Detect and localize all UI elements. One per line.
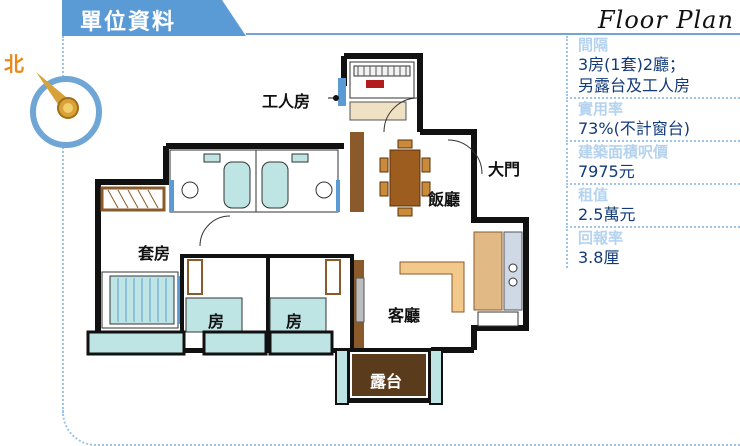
room-label-maid: 工人房 <box>262 92 311 111</box>
floor-plan-drawing <box>86 53 529 405</box>
divider <box>566 183 740 185</box>
info-item-rent: 租值 2.5萬元 <box>566 186 740 225</box>
info-label: 實用率 <box>578 100 624 118</box>
north-label: 北 <box>4 52 24 76</box>
divider <box>566 97 740 99</box>
header-tab <box>62 0 246 36</box>
floor-plan-title: Floor Plan <box>598 6 734 34</box>
info-value: 3.8厘 <box>578 248 620 267</box>
info-label: 回報率 <box>578 229 624 247</box>
info-item-yield: 回報率 3.8厘 <box>566 229 740 268</box>
info-panel: 間隔 3房(1套)2廳； 另露台及工人房 實用率 73%(不計窗台) 建築面積呎… <box>566 36 740 268</box>
frame-left-border <box>62 36 64 416</box>
info-label: 租值 <box>578 186 609 204</box>
room-label-master-bedroom: 套房 <box>138 244 171 263</box>
room-label-bedroom-2: 房 <box>286 312 303 331</box>
divider <box>566 226 740 228</box>
info-label: 間隔 <box>578 36 609 54</box>
room-label-balcony: 露台 <box>370 372 403 391</box>
room-label-living: 客廳 <box>388 306 421 325</box>
room-label-dining: 飯廳 <box>428 190 461 209</box>
frame-bottom-border <box>62 410 740 446</box>
info-value: 3房(1套)2廳； <box>578 55 686 74</box>
info-value: 73%(不計窗台) <box>578 119 691 138</box>
room-label-bedroom-1: 房 <box>208 312 225 331</box>
info-item-price-per-sqft: 建築面積呎價 7975元 <box>566 143 740 182</box>
compass-icon <box>30 72 102 148</box>
info-item-efficiency: 實用率 73%(不計窗台) <box>566 100 740 139</box>
info-value: 2.5萬元 <box>578 205 636 224</box>
header-rule <box>246 33 740 35</box>
room-label-main-door: 大門 <box>488 160 521 179</box>
info-label: 建築面積呎價 <box>578 143 669 161</box>
info-value: 7975元 <box>578 162 635 181</box>
page-title: 單位資料 <box>80 10 177 35</box>
divider <box>566 140 740 142</box>
info-item-layout: 間隔 3房(1套)2廳； 另露台及工人房 <box>566 36 740 96</box>
info-value: 另露台及工人房 <box>578 76 691 95</box>
